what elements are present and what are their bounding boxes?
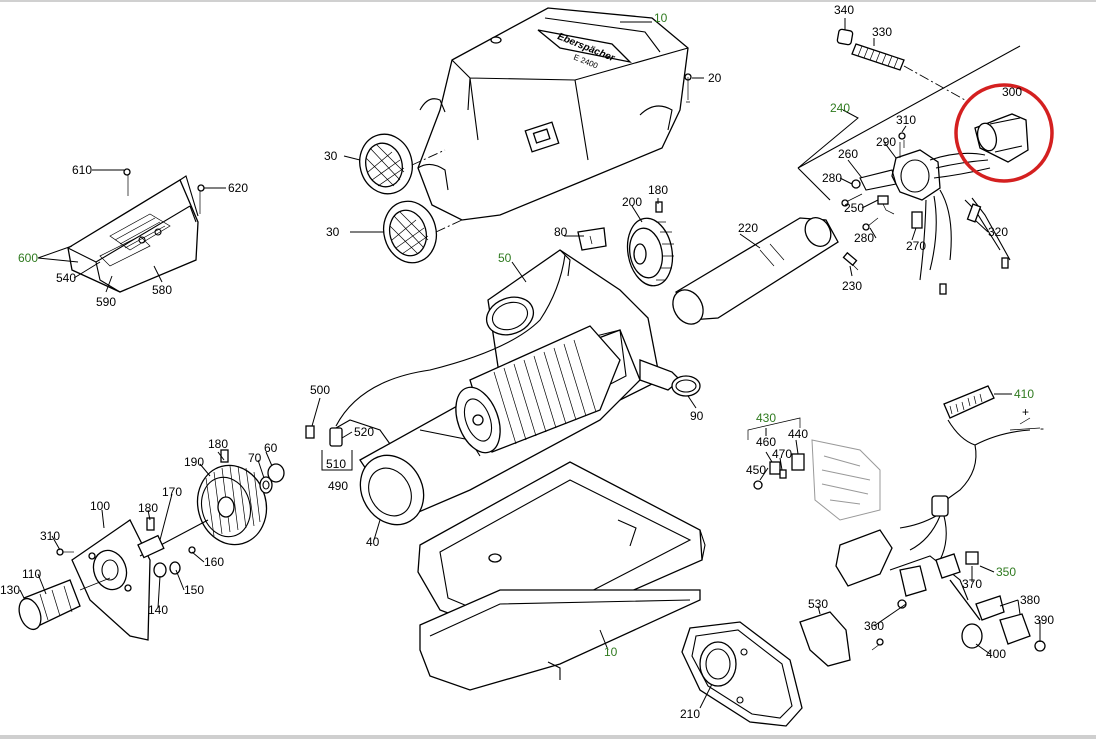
callout-100: 100 [90,499,110,513]
highlight-circle-300 [954,83,1054,183]
motor-housing-100 [71,519,151,641]
lower-housing [417,461,706,691]
callout-50: 50 [498,251,512,265]
callout-250: 250 [844,201,864,215]
callout-220: 220 [738,221,758,235]
callout-450: 450 [746,463,766,477]
callout-290: 290 [876,135,896,149]
callout-30: 30 [326,225,340,239]
mesh-grille-upper [359,133,413,195]
callout-320: 320 [988,225,1008,239]
glow-plug-assembly [797,45,1029,295]
callout-410: 410 [1014,387,1034,401]
callout-labels: 10 20 30 30 340 330 300 240 310 290 260 … [0,3,1054,721]
callout-500: 500 [310,383,330,397]
callout-70: 70 [248,451,262,465]
callout-590: 590 [96,295,116,309]
drive-shaft-170 [56,449,285,578]
callout-620: 620 [228,181,248,195]
callout-10: 10 [654,11,668,25]
callout-80: 80 [554,225,568,239]
callout-180: 180 [138,501,158,515]
blower-wheel-190 [196,464,268,546]
callout-540: 540 [56,271,76,285]
callout-380: 380 [1020,593,1040,607]
callout-310: 310 [896,113,916,127]
callout-300: 300 [1002,85,1022,99]
callout-360: 360 [864,619,884,633]
leader-lines [19,18,1041,709]
callout-230: 230 [842,279,862,293]
callout-520: 520 [354,425,374,439]
callout-130: 130 [0,583,20,597]
callout-470: 470 [772,447,792,461]
callout-490: 490 [328,479,348,493]
fan-wheel-200 [626,201,674,287]
callout-270: 270 [906,239,926,253]
callout-610: 610 [72,163,92,177]
callout-160: 160 [204,555,224,569]
upper-housing: Eberspächer E 2400 [417,7,692,221]
mesh-grille-lower [382,200,438,264]
callout-310: 310 [40,529,60,543]
cover-530 [799,611,884,667]
callout-minus: - [1040,421,1044,435]
callout-530: 530 [808,597,828,611]
callout-60: 60 [264,441,278,455]
callout-plus: + [1022,405,1029,419]
callout-350: 350 [996,565,1016,579]
callout-510: 510 [326,457,346,471]
callout-460: 460 [756,435,776,449]
callout-240: 240 [830,101,850,115]
end-plate-210 [681,621,803,727]
callout-10: 10 [604,645,618,659]
callout-430: 430 [756,411,776,425]
burner-cylinder [455,325,621,454]
callout-110: 110 [22,567,41,581]
callout-140: 140 [148,603,168,617]
callout-200: 200 [622,195,642,209]
callout-600: 600 [18,251,38,265]
callout-40: 40 [366,535,380,549]
callout-280: 280 [822,171,842,185]
callout-330: 330 [872,25,892,39]
callout-170: 170 [162,485,182,499]
sleeve-220 [672,217,859,325]
callout-30: 30 [324,149,338,163]
callout-180: 180 [648,183,668,197]
callout-340: 340 [834,3,854,17]
hose-330 [836,28,966,101]
callout-90: 90 [690,409,704,423]
callout-400: 400 [986,647,1006,661]
callout-150: 150 [184,583,204,597]
callout-190: 190 [184,455,204,469]
callout-260: 260 [838,147,858,161]
callout-180: 180 [208,437,228,451]
callout-440: 440 [788,427,808,441]
sensor-500-520 [305,254,566,447]
callout-370: 370 [962,577,982,591]
callout-280: 280 [854,231,874,245]
callout-20: 20 [708,71,722,85]
bracket-430 [747,417,881,521]
callout-580: 580 [152,283,172,297]
motor-110 [18,577,111,631]
control-unit-box [67,168,205,293]
callout-390: 390 [1034,613,1054,627]
top-border [0,0,1096,2]
callout-210: 210 [680,707,700,721]
wiring-harness-410 [835,385,1046,652]
bottom-border [0,735,1096,739]
